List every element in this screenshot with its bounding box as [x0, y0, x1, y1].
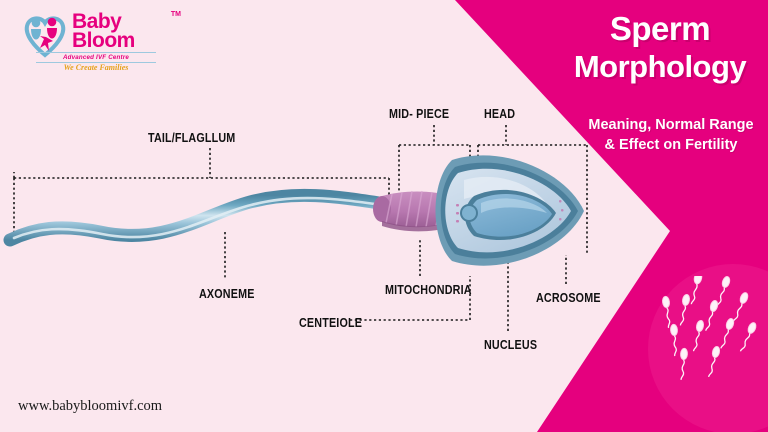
title-line-1: Sperm [609, 10, 711, 47]
label-centeiole: CENTEIOLE [299, 316, 363, 330]
brand-name-line2: Bloom [72, 29, 135, 52]
label-axoneme: AXONEME [199, 287, 255, 301]
leader-lines [13, 125, 588, 331]
title-line-2: Morphology [573, 49, 747, 84]
decorative-sperm-cluster [662, 276, 757, 381]
label-acrosome: ACROSOME [536, 291, 601, 305]
mother-child-heart-logo-icon [24, 16, 66, 58]
brand-tagline: We Create Families [63, 63, 129, 72]
sperm-tail-highlight [12, 196, 392, 240]
centriole [462, 206, 476, 220]
label-mitochondria: MITOCHONDRIA [385, 283, 472, 297]
brand-subtitle: Advanced IVF Centre [36, 52, 156, 63]
trademark-symbol: TM [170, 11, 181, 18]
page-title: Sperm Morphology [560, 10, 760, 86]
brand-wordmark: Baby Bloom TM [72, 10, 181, 52]
website-url[interactable]: www.babybloomivf.com [18, 398, 163, 414]
page-subtitle: Meaning, Normal Range & Effect on Fertil… [588, 117, 754, 153]
neck-dashes [456, 204, 459, 223]
label-head: HEAD [484, 107, 516, 121]
brand-name-line1: Baby [72, 10, 122, 33]
label-tail: TAIL/FLAGLLUM [148, 131, 236, 145]
brand-logo[interactable]: Baby Bloom TM Advanced IVF Centre We Cre… [22, 10, 181, 74]
nucleus-highlight [481, 198, 547, 213]
sperm-head [435, 155, 584, 266]
sperm-tail [3, 188, 399, 247]
label-mid-piece: MID- PIECE [389, 107, 450, 121]
label-nucleus: NUCLEUS [484, 338, 538, 352]
